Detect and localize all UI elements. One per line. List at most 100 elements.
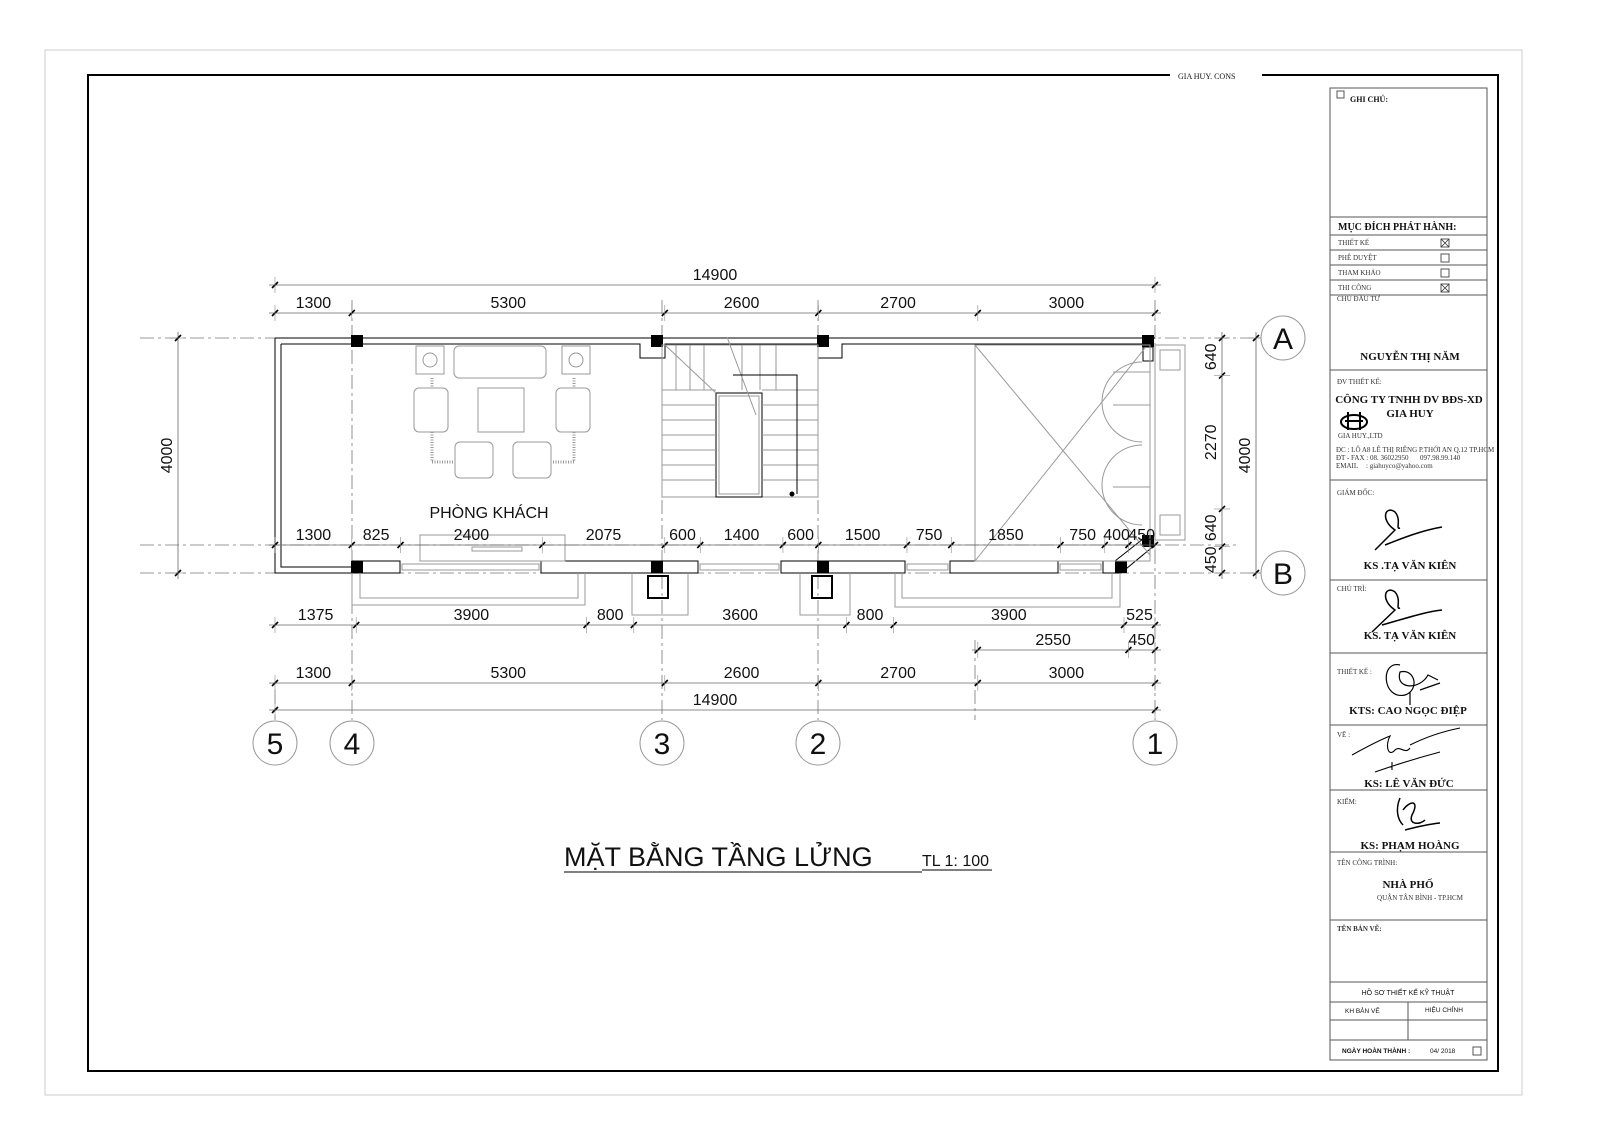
dimension-label: 3000	[1049, 295, 1085, 312]
lead-signature	[1371, 589, 1443, 633]
room-label-living-room: PHÒNG KHÁCH	[429, 503, 548, 522]
project-location: QUẬN TÂN BÌNH - TP.HCM	[1377, 894, 1464, 902]
checked-checkbox-icon	[1440, 238, 1450, 248]
director-name: KS .TẠ VĂN KIÊN	[1364, 560, 1457, 572]
dimension-label: 750	[916, 527, 943, 544]
company-name: CÔNG TY TNHH DV BĐS-XD	[1335, 393, 1483, 406]
purpose-item-label: THAM KHẢO	[1338, 269, 1381, 277]
company-name-2: GIA HUY	[1386, 408, 1433, 420]
grid-bubble-B: B	[1260, 550, 1306, 596]
design-signature	[1385, 664, 1441, 705]
dimension-label: 450	[1128, 632, 1155, 649]
sheet-code-label: KH BẢN VẼ	[1345, 1006, 1380, 1015]
purpose-label: MỤC ĐÍCH PHÁT HÀNH:	[1338, 221, 1456, 233]
dimension-label: 450	[1203, 546, 1220, 573]
dimension-label: 2700	[880, 665, 916, 682]
check-label: KIỂM:	[1337, 798, 1357, 806]
designer-label: ĐV THIẾT KẾ:	[1337, 378, 1382, 386]
company-mobile: 097.98.99.140	[1420, 454, 1461, 462]
grid-bubble-3: 3	[639, 720, 685, 766]
dimension-label: 4000	[159, 438, 176, 474]
dimension-label: 2600	[724, 665, 760, 682]
dimension-label: 800	[597, 607, 624, 624]
svg-text:5: 5	[267, 728, 284, 761]
dimension-label: 640	[1203, 343, 1220, 370]
director-label: GIÁM ĐỐC:	[1337, 489, 1374, 497]
svg-text:A: A	[1273, 323, 1293, 356]
purpose-item-label: PHÊ DUYỆT	[1338, 254, 1377, 262]
dimension-label: 3900	[991, 607, 1027, 624]
purpose-item-label: THIẾT KẾ	[1338, 239, 1369, 247]
check-signature	[1396, 797, 1441, 831]
draw-signature	[1351, 727, 1461, 773]
dimension-label: 1375	[298, 607, 334, 624]
purpose-item-label: THI CÔNG	[1338, 284, 1371, 292]
dim-chain-top_overall: 14900	[269, 267, 1161, 293]
director-signature	[1374, 509, 1443, 551]
draw-name: KS: LÊ VĂN ĐỨC	[1364, 778, 1454, 790]
balcony	[351, 573, 1121, 616]
dimension-label: 450	[1128, 527, 1155, 544]
dimension-label: 825	[363, 527, 390, 544]
revision-label: HIỆU CHỈNH	[1425, 1005, 1463, 1014]
dimension-label: 640	[1203, 514, 1220, 541]
dimension-label: 5300	[490, 665, 526, 682]
project-label: TÊN CÔNG TRÌNH:	[1337, 859, 1397, 867]
lead-name: KS. TẠ VĂN KIÊN	[1364, 630, 1457, 642]
dimension-label: 600	[787, 527, 814, 544]
purpose-item: THAM KHẢO	[1330, 264, 1487, 278]
owner-name: NGUYỄN THỊ NĂM	[1360, 350, 1460, 363]
purpose-item: PHÊ DUYỆT	[1330, 249, 1487, 263]
notes-label: GHI CHÚ:	[1350, 94, 1388, 104]
dimension-label: 400	[1103, 527, 1130, 544]
svg-text:4: 4	[344, 728, 361, 761]
dimension-label: 14900	[693, 692, 738, 709]
drawing-scale: TL 1: 100	[922, 853, 989, 870]
grid-bubble-A: A	[1260, 315, 1306, 361]
dimension-label: 14900	[693, 267, 738, 284]
company-phone: ĐT - FAX : 08. 36022950	[1336, 454, 1409, 462]
grid-bubble-1: 1	[1132, 720, 1178, 766]
dimension-label: 750	[1069, 527, 1096, 544]
company-email: : giahuyco@yahoo.com	[1366, 462, 1433, 470]
design-label: THIẾT KẾ :	[1337, 668, 1372, 676]
svg-text:3: 3	[654, 728, 671, 761]
grid-axis-bubbles: 5 4 3 2 1 A B	[252, 315, 1306, 766]
dimension-label: 5300	[490, 295, 526, 312]
dimension-label: 3900	[454, 607, 490, 624]
svg-text:2: 2	[810, 728, 827, 761]
grid-bubble-4: 4	[329, 720, 375, 766]
drawing-title: MẶT BẰNG TẦNG LỬNG	[564, 840, 873, 872]
dim-chain-right_overall: 4000	[1237, 332, 1264, 579]
design-name: KTS: CAO NGỌC ĐIỆP	[1349, 704, 1467, 717]
completion-label: NGÀY HOÀN THÀNH :	[1342, 1046, 1410, 1055]
staircase	[661, 336, 819, 498]
structural-columns	[351, 335, 1154, 573]
lead-label: CHỦ TRÌ:	[1337, 585, 1367, 593]
dimension-label: 1300	[296, 295, 332, 312]
dossier-label: HỒ SƠ THIẾT KẾ KỸ THUẬT	[1362, 987, 1455, 997]
dimension-label: 2700	[880, 295, 916, 312]
grid-lines	[140, 300, 1262, 720]
svg-text:1: 1	[1147, 728, 1164, 761]
corner-tag: GIA HUY. CONS	[1178, 72, 1235, 81]
dimension-label: 525	[1126, 607, 1153, 624]
title-block: GHI CHÚ: MỤC ĐÍCH PHÁT HÀNH: THIẾT KẾ PHÊ…	[1329, 87, 1495, 1061]
draw-label: VẼ :	[1337, 731, 1350, 739]
walls	[274, 337, 1186, 574]
grid-bubble-2: 2	[795, 720, 841, 766]
dimension-label: 2075	[586, 527, 622, 544]
void-opening	[974, 344, 1151, 562]
company-logo: GIA HUY.,LTD	[1338, 412, 1383, 440]
drawing-name-label: TÊN BẢN VẼ:	[1337, 925, 1382, 933]
company-email-label: EMAIL	[1336, 462, 1358, 470]
dimension-label: 3600	[722, 607, 758, 624]
dimension-label: 2600	[724, 295, 760, 312]
dim-chain-left_overall: 4000	[159, 332, 186, 579]
project-name: NHÀ PHỐ	[1382, 878, 1433, 891]
